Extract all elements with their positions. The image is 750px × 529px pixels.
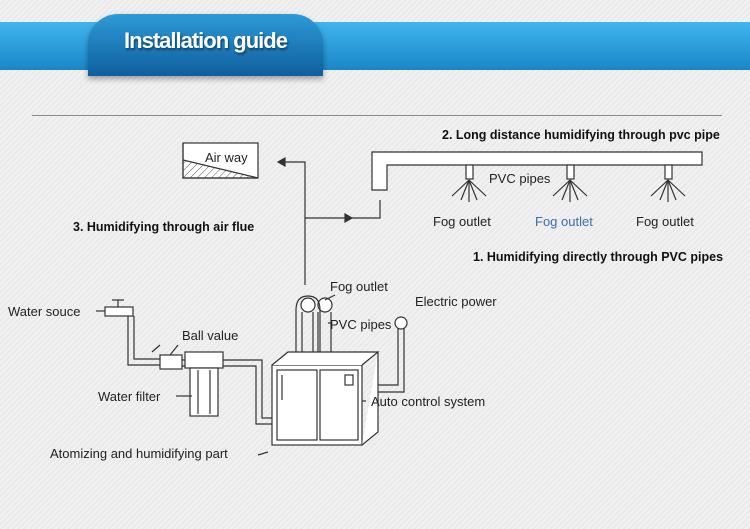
heading-long-distance: 2. Long distance humidifying through pvc… [442, 128, 720, 142]
long-pvc-pipe [371, 151, 703, 191]
fog-outlet-left [300, 297, 316, 313]
arrow-to-airway [276, 156, 286, 168]
pvc-pipes-machine-label: PVC pipes [330, 317, 392, 332]
water-pipe [127, 316, 160, 366]
fog-outlet-label-3: Fog outlet [636, 214, 694, 229]
filter-to-machine [223, 359, 272, 419]
water-filter-head [184, 351, 224, 369]
arrow-to-branch [344, 212, 354, 224]
page-title: Installation guide [124, 28, 288, 53]
air-way-hatch [182, 143, 259, 179]
air-way-label: Air way [205, 150, 248, 165]
branch-riser [352, 200, 381, 219]
title-tab [88, 14, 323, 76]
fog-outlet-label-1: Fog outlet [433, 214, 491, 229]
heading-direct: 1. Humidifying directly through PVC pipe… [473, 250, 724, 264]
electric-power-label: Electric power [415, 294, 497, 309]
air-flue-pipe [285, 161, 306, 285]
fog-outlet-right [317, 297, 333, 313]
ball-valve [159, 354, 183, 370]
fog-outlet-machine-label: Fog outlet [330, 279, 388, 294]
water-filter-body [189, 367, 219, 417]
nozzle-1 [451, 164, 487, 202]
water-source-valve [104, 306, 134, 317]
power-cable [378, 328, 405, 393]
water-filter-label: Water filter [98, 389, 161, 404]
nozzle-2 [552, 164, 588, 202]
water-source-label: Water souce [8, 304, 81, 319]
heading-air-flue: 3. Humidifying through air flue [73, 220, 255, 234]
machine-pipe-left [295, 295, 321, 370]
pvc-pipes-top-label: PVC pipes [489, 171, 551, 186]
nozzle-3 [650, 164, 686, 202]
power-plug [394, 316, 408, 330]
auto-control-label: Auto control system [371, 394, 486, 409]
divider-line [32, 115, 722, 116]
fog-outlet-label-2: Fog outlet [535, 214, 593, 229]
ball-value-label: Ball value [182, 328, 239, 343]
atomizing-part-label: Atomizing and humidifying part [50, 446, 228, 461]
